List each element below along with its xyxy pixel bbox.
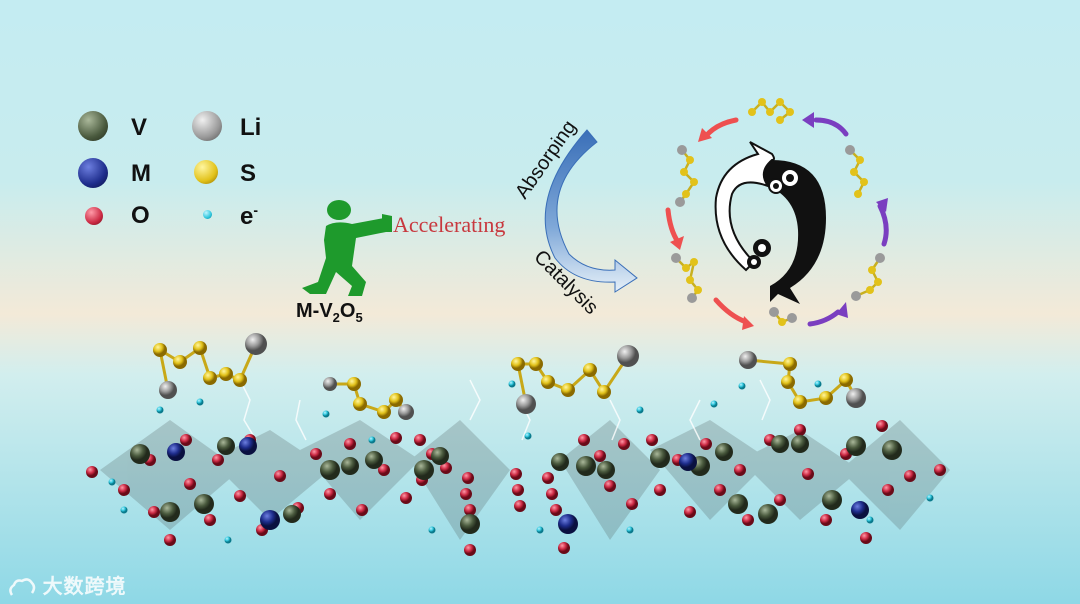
accelerating-label: Accelerating [393,212,505,238]
legend-electron [203,210,212,219]
red-arrowheads [670,128,754,330]
watermark: 大数跨境 [8,570,127,599]
curved-arrow-icon: Absorping Catalysis [505,100,655,330]
legend-o-atom [85,207,103,225]
legend-v-label: V [131,114,147,142]
surface-lithium [159,333,866,420]
legend-s-label: S [240,160,256,188]
legend-electron-label: e- [240,202,258,231]
legend-o-label: O [131,202,150,230]
legend-m-atom [78,158,108,188]
legend-m-label: M [131,160,151,188]
runner-figure-icon [296,196,396,300]
lattice-scene [0,320,1080,580]
yin-yang-icon [716,142,826,304]
legend-s-atom [194,160,218,184]
legend-li-label: Li [240,114,261,142]
legend-v-atom [78,111,108,141]
yin-yang-fish-cycle [650,90,910,340]
legend-li-atom [192,111,222,141]
cloud-logo-icon [8,577,36,599]
